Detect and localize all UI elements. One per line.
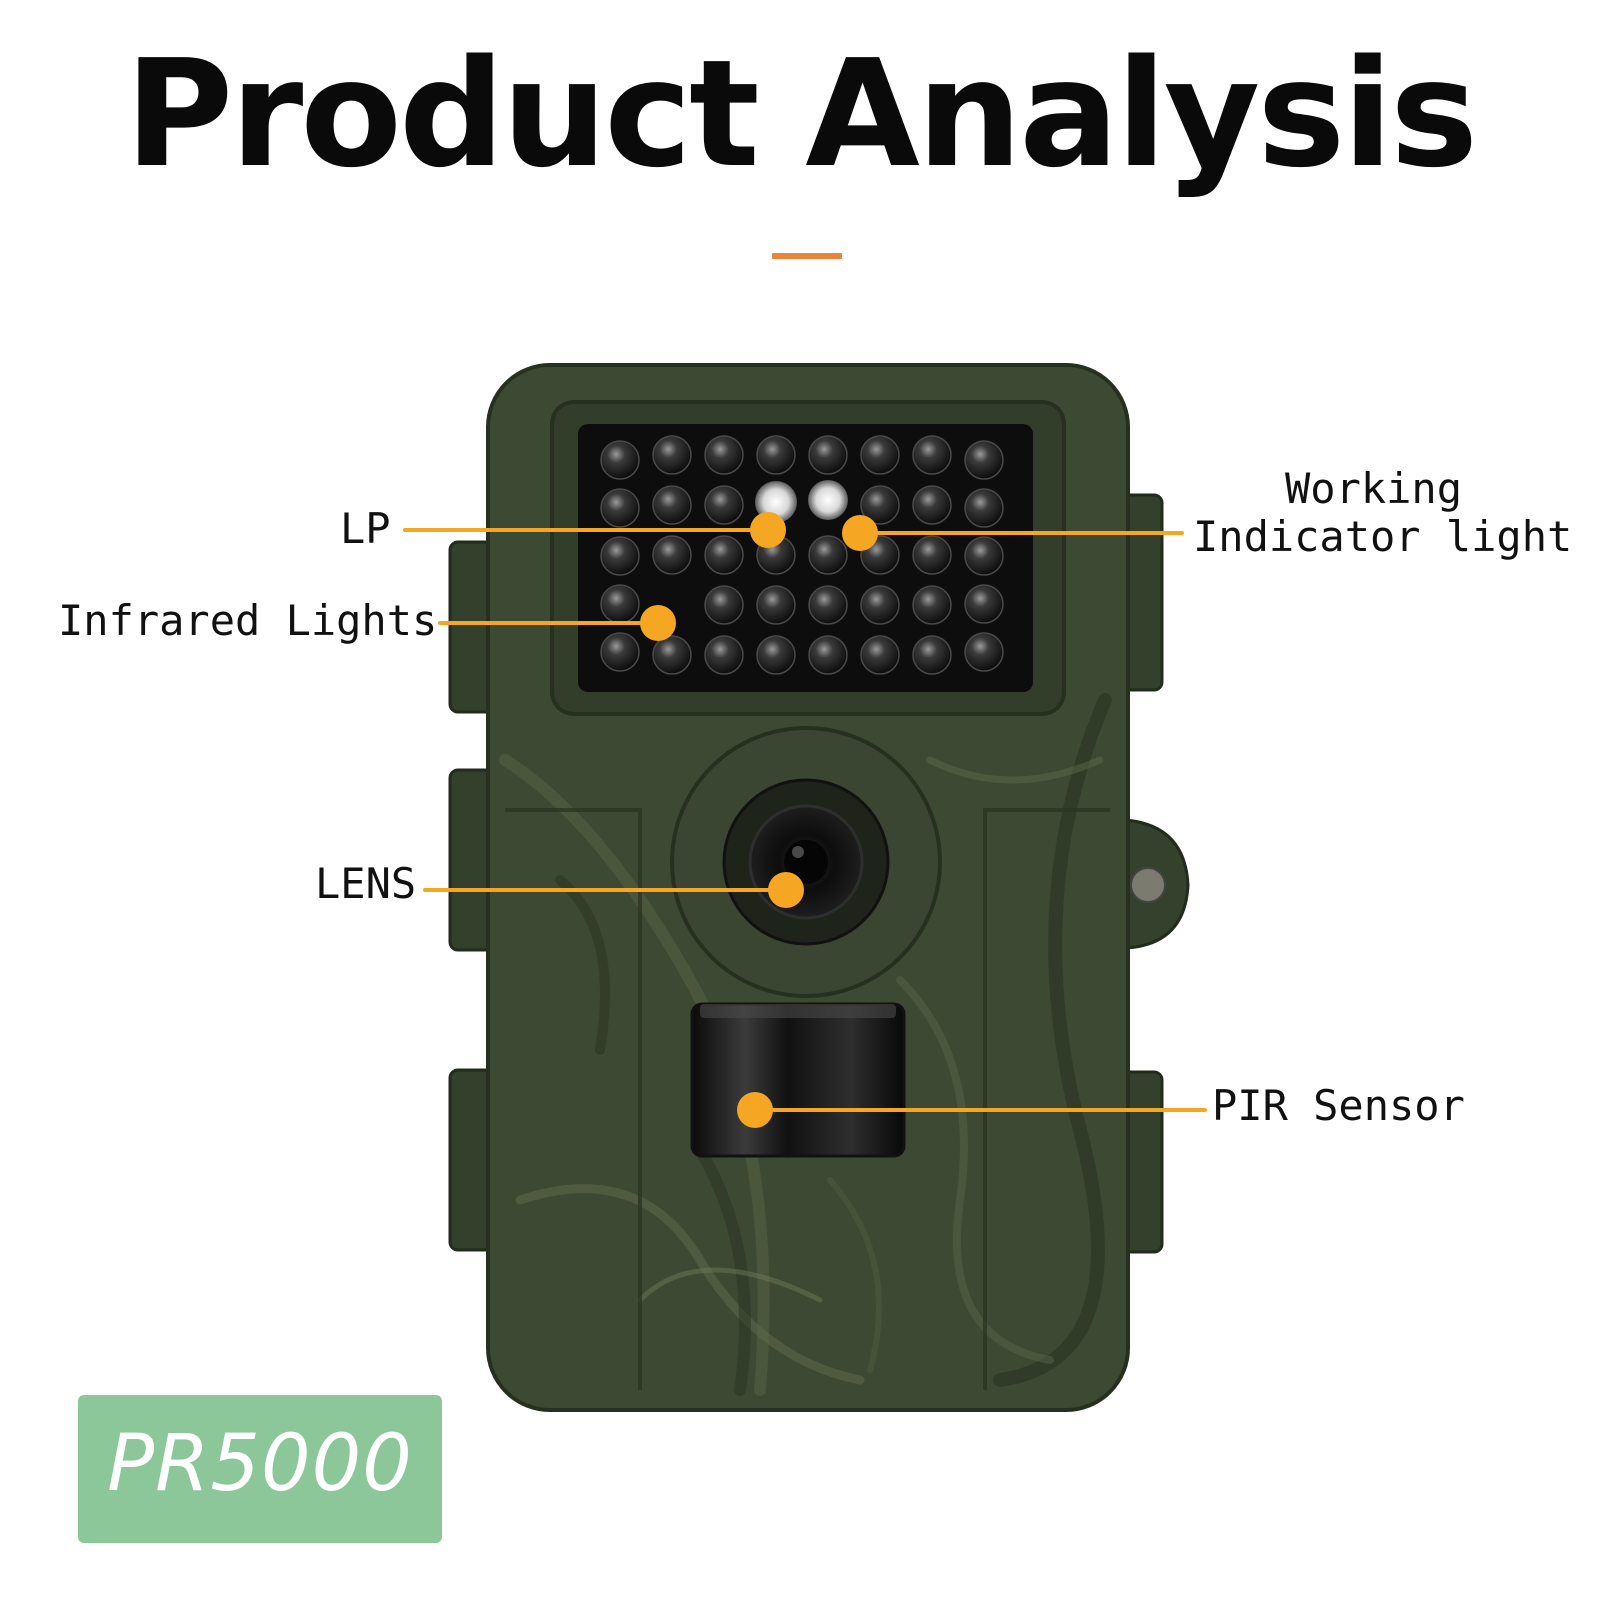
pir-sensor-window [690,1002,906,1158]
callout-lines [403,528,1207,1112]
callout-dot-lens [768,872,804,908]
label-pir-sensor: PIR Sensor [1212,1081,1465,1130]
callout-dot-infrared [640,605,676,641]
label-infrared-lights: Infrared Lights [58,596,438,645]
page-title: Product Analysis [124,28,1478,200]
label-working-indicator: Working Indicator light [1193,464,1573,562]
title-underline [772,253,842,259]
mounting-clips [448,493,1164,1254]
callout-dot-pir [737,1092,773,1128]
strap-loop [1123,818,1190,950]
indicator-led [808,480,848,520]
model-name: PR5000 [107,1419,413,1509]
camo-pattern [499,693,1112,1396]
lens-assembly [670,726,942,998]
label-lp: LP [340,504,391,553]
label-working-indicator-line1: Working [1285,464,1463,513]
callout-dot-indicator [842,515,878,551]
model-badge: PR5000 [78,1395,442,1543]
label-lens: LENS [315,859,417,908]
body-panels [505,808,1110,1390]
label-working-indicator-line2: Indicator light [1193,512,1573,562]
callout-dot-lp [750,512,786,548]
infrared-led-array [600,435,1004,675]
